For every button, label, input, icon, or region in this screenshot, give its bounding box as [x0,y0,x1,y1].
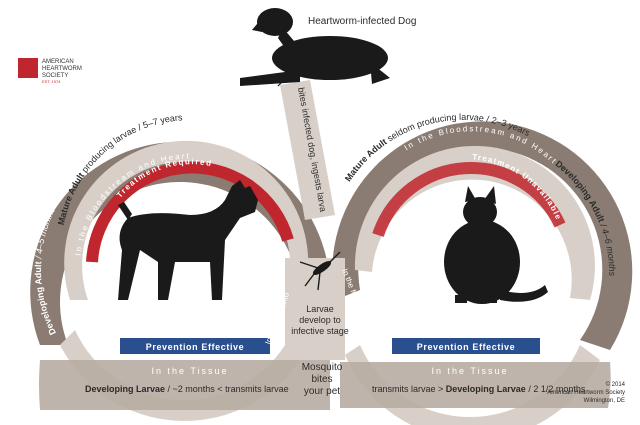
mosquito-bites-line1: Mosquito [302,362,343,373]
mosquito-bites-line2: bites [311,374,332,385]
dog-prevention-label: Prevention Effective [146,342,245,352]
dog-treatment-arc [86,161,294,263]
infected-dog-silhouette [240,8,390,86]
larvae-develop-line1: Larvae [306,304,334,314]
footer-location: Wilmington, DE [584,398,625,404]
center-mosquito-zone [280,80,345,360]
cat-developing-larvae-label: transmits larvae > Developing Larvae / 2… [372,384,586,394]
dog-cycle [30,140,331,421]
dog-prevention-bar [120,338,270,354]
larvae-develop-line3: infective stage [291,326,349,336]
dog-tissue-label: In the Tissue [151,366,228,376]
cat-silhouette [444,186,548,304]
larvae-develop-line2: develop to [299,315,341,325]
logo-line2: HEARTWORM [42,66,82,72]
mosquito-bites-line3: your pet [304,386,340,397]
cat-treatment-arc [372,161,566,237]
logo-est: EST. 1974 [42,79,61,84]
logo-line1: AMERICAN [42,59,74,65]
dog-larvae-band [39,360,330,410]
cat-prevention-label: Prevention Effective [417,342,516,352]
infected-dog-label: Heartworm-infected Dog [308,16,416,27]
cat-cycle [332,121,633,425]
footer-copyright: © 2014 [606,381,626,388]
ahs-logo: AMERICAN HEARTWORM SOCIETY EST. 1974 [18,58,82,84]
cat-prevention-bar [392,338,540,354]
mosquito-top-icon [277,54,311,87]
cat-larvae-band [340,362,611,408]
center-vertical-band [280,80,335,220]
dog-developing-larvae-label: Developing Larvae / ~2 months < transmit… [85,384,289,394]
logo-line3: SOCIETY [42,73,68,79]
mosquito-icon [299,251,341,291]
logo-mark-icon [18,58,38,78]
dog-silhouette [118,180,258,300]
center-box [285,258,345,360]
cat-tissue-label: In the Tissue [431,366,508,376]
footer-organization: American Heartworm Society [547,390,625,396]
cat-outer-ring [332,121,633,350]
